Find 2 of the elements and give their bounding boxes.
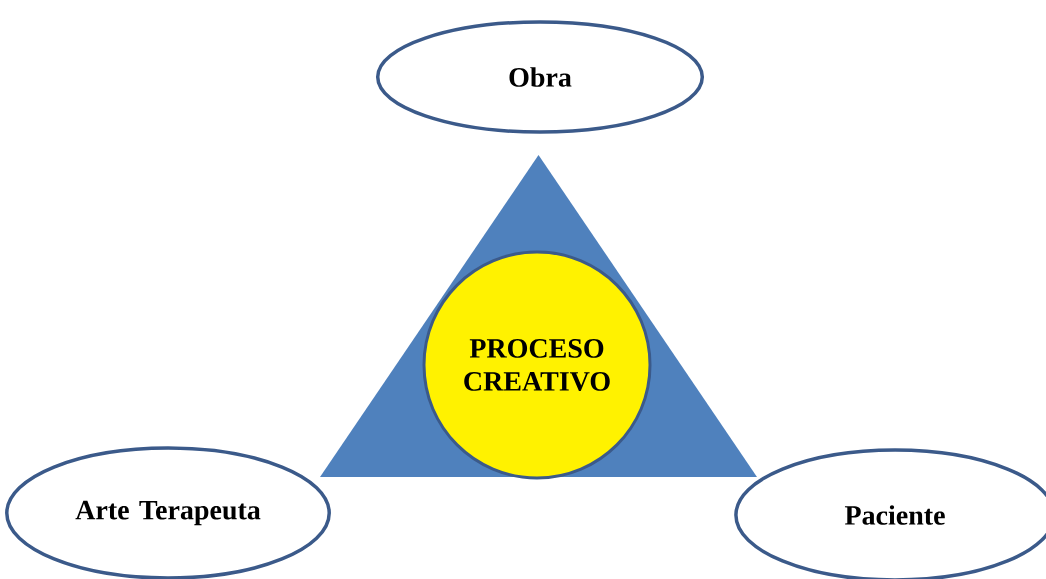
ellipse-node: Obra [376,20,705,134]
circle-node: PROCESO CREATIVO [422,250,652,480]
